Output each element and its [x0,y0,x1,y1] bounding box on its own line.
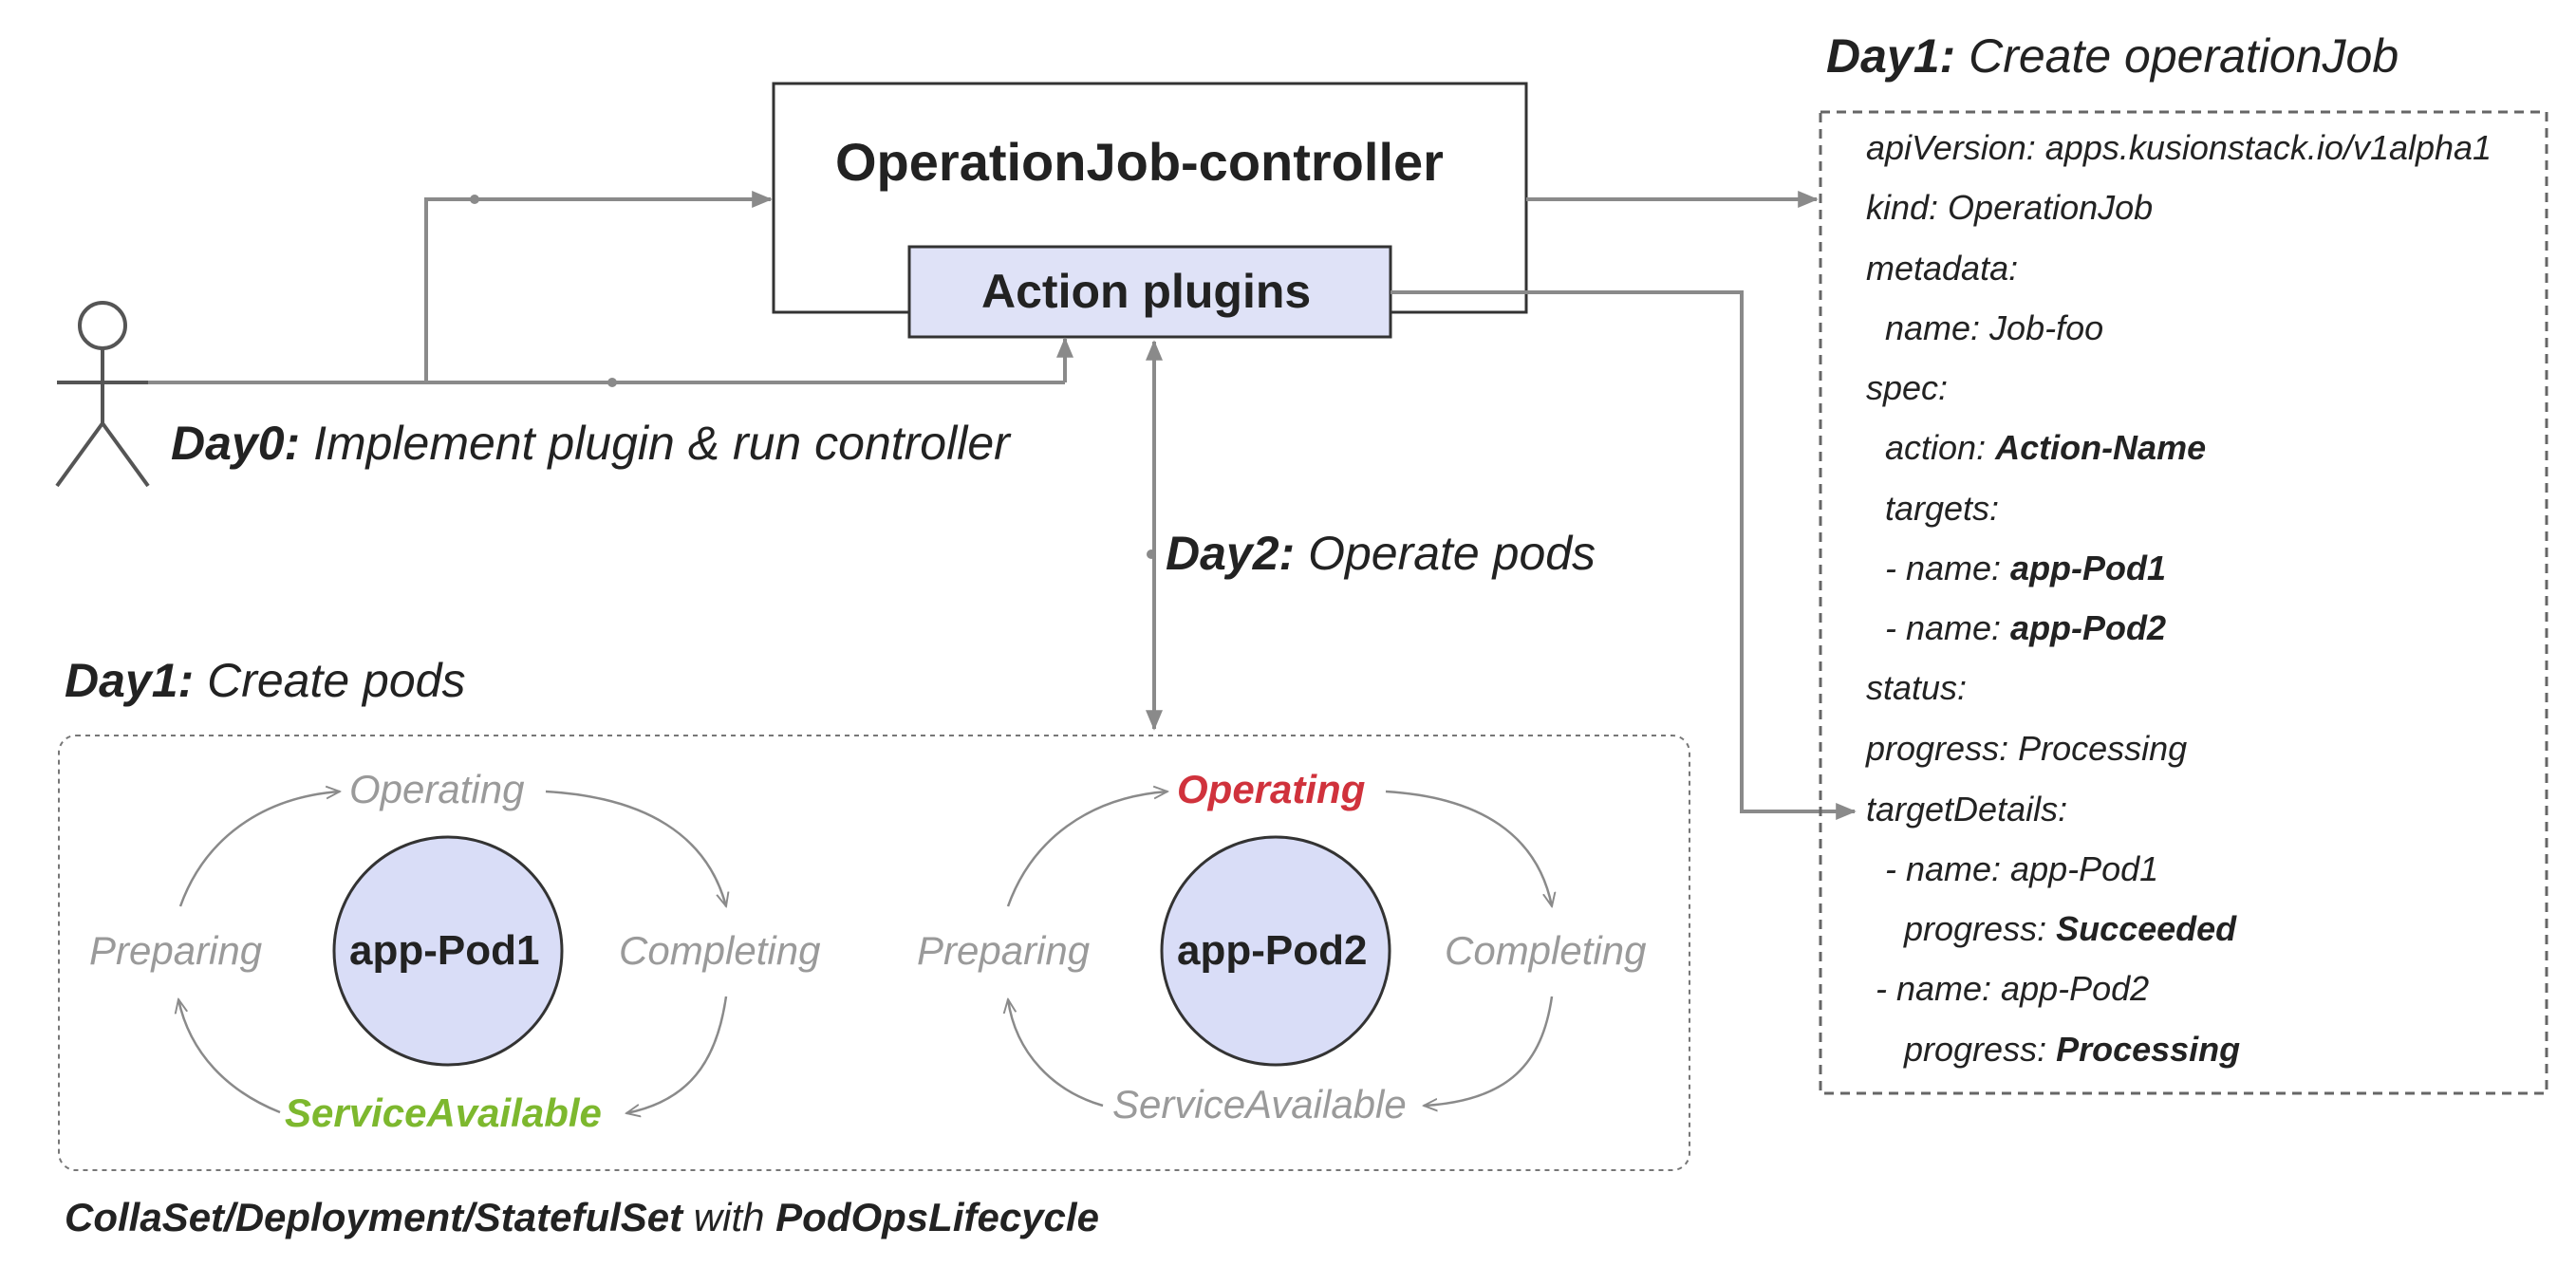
pod1-state-completing: Completing [619,928,821,973]
yaml-line: - name: app-Pod2 [1885,608,2167,647]
pods-container [58,735,1690,1171]
connector-dot [1147,549,1156,559]
yaml-box [1819,110,2548,1095]
yaml-line: metadata: [1866,249,2019,288]
yaml-line: kind: OperationJob [1866,188,2154,227]
plugins-title: Action plugins [981,265,1312,318]
yaml-line: spec: [1866,368,1949,407]
actor-icon [55,301,150,488]
pod1-name: app-Pod1 [349,927,540,974]
day0-arrows [148,191,1073,384]
yaml-line: name: Job-foo [1885,308,2104,347]
yaml-line: progress: Succeeded [1904,909,2237,948]
pod1-lifecycle-arrows [178,791,726,1113]
day1-job-label: Day1: Create operationJob [1826,29,2399,83]
pod2-state-preparing: Preparing [917,928,1091,973]
yaml-line: progress: Processing [1866,729,2188,768]
yaml-line: status: [1866,668,1968,707]
yaml-line: - name: app-Pod1 [1885,549,2167,587]
pod1-circle [332,835,564,1067]
day0-label: Day0: Implement plugin & run controller [171,417,1010,470]
pod1-state-service-available: ServiceAvailable [285,1090,602,1135]
yaml-line: - name: app-Pod1 [1885,849,2159,888]
day2-label: Day2: Operate pods [1166,527,1596,580]
yaml-line: action: Action-Name [1885,428,2207,467]
pod1-state-operating: Operating [349,767,525,811]
day1-pods-label: Day1: Create pods [65,654,466,707]
pod2-name: app-Pod2 [1177,927,1368,974]
workload-caption: CollaSet/Deployment/StatefulSet with Pod… [65,1195,1099,1239]
yaml-line: - name: app-Pod2 [1876,969,2150,1008]
target-details-arrow [1391,290,1857,820]
connector-dot [607,378,617,387]
yaml-line: apiVersion: apps.kusionstack.io/v1alpha1 [1866,128,2492,167]
pod2-state-service-available: ServiceAvailable [1112,1082,1407,1127]
controller-title: OperationJob-controller [835,132,1444,192]
yaml-line: progress: Processing [1904,1030,2241,1069]
pod2-lifecycle-arrows [1008,791,1552,1106]
yaml-line: targets: [1885,489,2000,528]
yaml-line: targetDetails: [1866,790,2068,829]
pod1-state-preparing: Preparing [89,928,263,973]
pod2-state-operating: Operating [1177,767,1366,811]
pod2-circle [1160,835,1391,1067]
plugins-box [907,245,1392,339]
pod2-state-completing: Completing [1445,928,1647,973]
connector-dot [470,195,479,204]
